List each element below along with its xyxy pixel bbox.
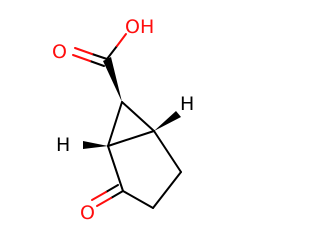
bond-o-ketone-a	[96, 197, 112, 207]
carboxyl-oxygen-label: O	[52, 41, 67, 63]
bond-cooh-o-a	[74, 47, 93, 55]
bond-c2-o-ketone-a	[110, 190, 124, 199]
bond-cooh-oh	[116, 33, 127, 47]
bridgehead-hydrogen-right-label: H	[180, 93, 194, 115]
bond-cooh-co-a	[91, 53, 108, 60]
bond-c7-c1	[107, 101, 123, 147]
bond-cooh-co-b	[89, 60, 105, 67]
hydroxyl-label: OH	[125, 16, 154, 38]
wedge-c7-carboxyl	[103, 57, 122, 102]
bond-c2-c1	[107, 145, 124, 192]
ketone-oxygen-label: O	[80, 202, 95, 224]
bond-cooh-o-b	[72, 54, 91, 62]
molecule-drawing: O OH H H O	[52, 16, 194, 224]
bond-c5-c4	[153, 130, 182, 173]
bond-c3-c2	[122, 190, 154, 209]
wedge-c1-h	[83, 141, 108, 149]
bond-c4-c3	[152, 171, 182, 209]
structure-diagram: O OH H H O	[52, 16, 194, 224]
bond-c7-c5	[121, 101, 155, 132]
wedge-c5-h	[154, 111, 181, 131]
bond-cooh-c-oh	[106, 45, 118, 60]
bond-o-ketone-b	[91, 191, 107, 201]
bond-c1-c5	[107, 130, 155, 147]
bond-c2-o-ketone-b	[105, 184, 119, 193]
bridgehead-hydrogen-left-label: H	[56, 134, 70, 156]
